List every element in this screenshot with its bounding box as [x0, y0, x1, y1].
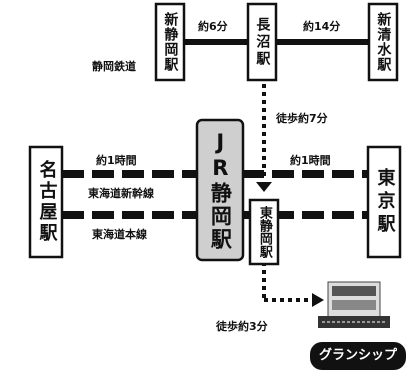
walk-arrow-down-icon — [256, 182, 272, 192]
station-box-nagoya — [28, 145, 64, 259]
time-walk-naganuma: 徒歩約7分 — [276, 112, 328, 125]
station-label: 東静岡駅 — [256, 206, 272, 258]
station-box-naganuma — [246, 2, 278, 82]
station-jr-shizuoka: JR静岡駅 — [197, 120, 243, 260]
station-shin-shimizu: 新清水駅 — [369, 4, 397, 80]
walk-arrow-right-icon — [312, 293, 324, 307]
time-walk-higashi: 徒歩約3分 — [216, 320, 268, 333]
time-shinshizuoka-naganuma: 約6分 — [198, 20, 228, 33]
station-shin-shizuoka: 新静岡駅 — [156, 4, 184, 80]
granship-badge: グランシップ — [318, 348, 397, 363]
main-line-label: 東海道本線 — [92, 228, 147, 241]
station-label: 東京駅 — [374, 167, 396, 237]
time-jr-tokyo: 約1時間 — [290, 154, 331, 167]
station-label: 長沼駅 — [254, 16, 271, 68]
building-icon — [318, 281, 390, 328]
station-nagoya: 名古屋駅 — [30, 147, 62, 257]
station-box-shin-shimizu — [367, 2, 399, 82]
station-label: 新静岡駅 — [162, 12, 179, 72]
station-label: 名古屋駅 — [36, 160, 58, 244]
station-naganuma: 長沼駅 — [248, 4, 276, 80]
station-tokyo: 東京駅 — [368, 147, 400, 257]
station-box-shin-shizuoka — [154, 2, 186, 82]
station-box-tokyo — [366, 145, 402, 259]
station-box-jr-shizuoka — [195, 118, 245, 262]
time-nagoya-jr: 約1時間 — [96, 154, 137, 167]
granship-badge-bg — [310, 342, 406, 370]
station-label: JR静岡駅 — [208, 129, 233, 251]
shizuoka-railway-label: 静岡鉄道 — [92, 60, 136, 73]
station-higashi-shizuoka: 東静岡駅 — [250, 200, 278, 264]
shinkansen-label: 東海道新幹線 — [88, 187, 154, 200]
time-naganuma-shinshimizu: 約14分 — [303, 20, 341, 33]
station-box-higashi-shizuoka — [248, 198, 280, 266]
station-label: 新清水駅 — [375, 12, 392, 72]
